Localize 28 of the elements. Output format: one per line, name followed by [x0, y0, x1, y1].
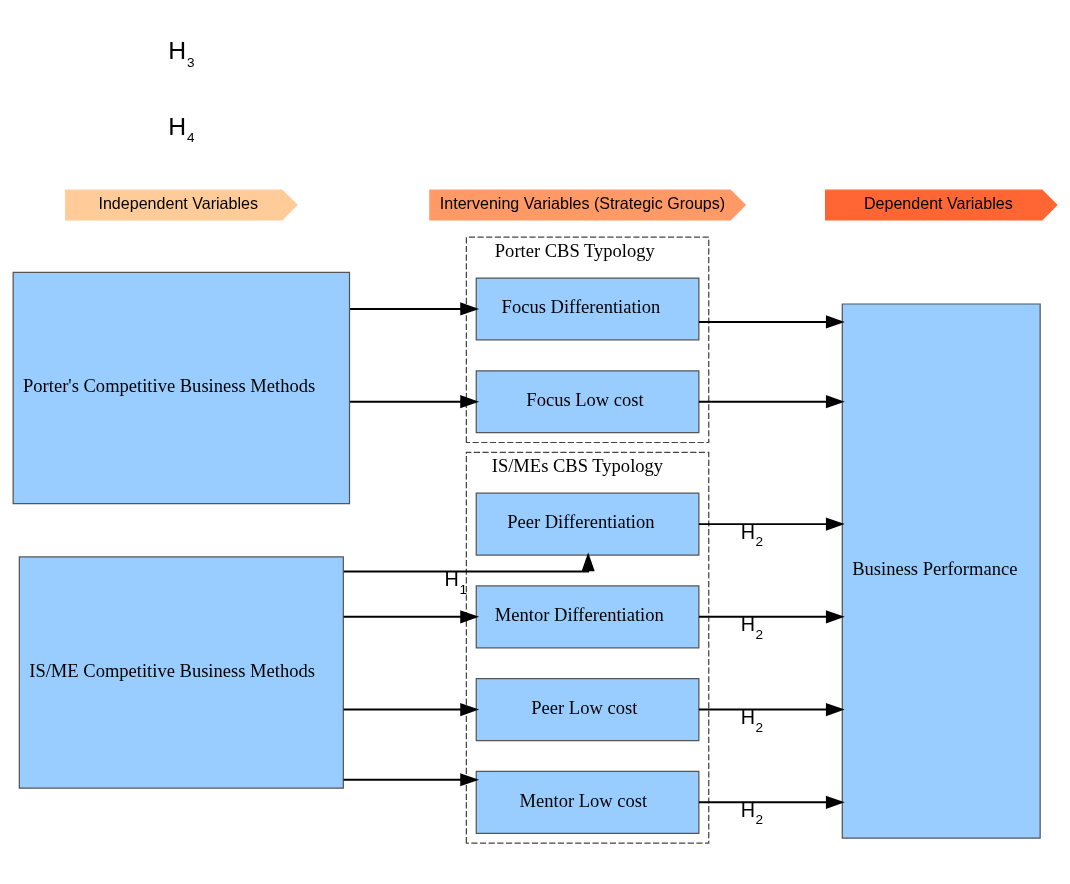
arrow	[698, 394, 845, 408]
node-box: Peer Low cost	[475, 677, 700, 741]
node-box: Porter's Competitive Business Methods	[12, 271, 351, 504]
arrow	[698, 609, 845, 623]
node-box: Focus Differentiation	[475, 276, 700, 340]
arrow	[698, 314, 845, 328]
edge-label: H$_{1}$	[444, 567, 467, 597]
label: H$_{4}$	[168, 112, 195, 145]
node-box: Mentor Differentiation	[475, 584, 700, 648]
arrow	[342, 551, 595, 572]
node-box: Peer Differentiation	[475, 492, 700, 556]
edge-label: H$_{2}$	[740, 520, 764, 549]
edge-label: H$_{2}$	[740, 705, 764, 735]
node-box: Focus Low cost	[475, 369, 700, 433]
arrow	[342, 609, 480, 623]
arrow	[698, 517, 845, 531]
arrow	[698, 702, 845, 716]
arrow	[342, 772, 480, 786]
node-box: Mentor Low cost	[475, 770, 700, 834]
node-box: IS/ME Competitive Business Methods	[18, 555, 344, 789]
arrow	[349, 394, 480, 408]
arrow	[698, 795, 845, 809]
node-box: Business Performance	[841, 302, 1041, 839]
arrow	[349, 301, 480, 316]
label: H$_{3}$	[168, 36, 195, 70]
edge-label: H$_{2}$	[740, 612, 764, 642]
edge-label: H$_{2}$	[740, 798, 764, 827]
arrow	[342, 702, 480, 716]
